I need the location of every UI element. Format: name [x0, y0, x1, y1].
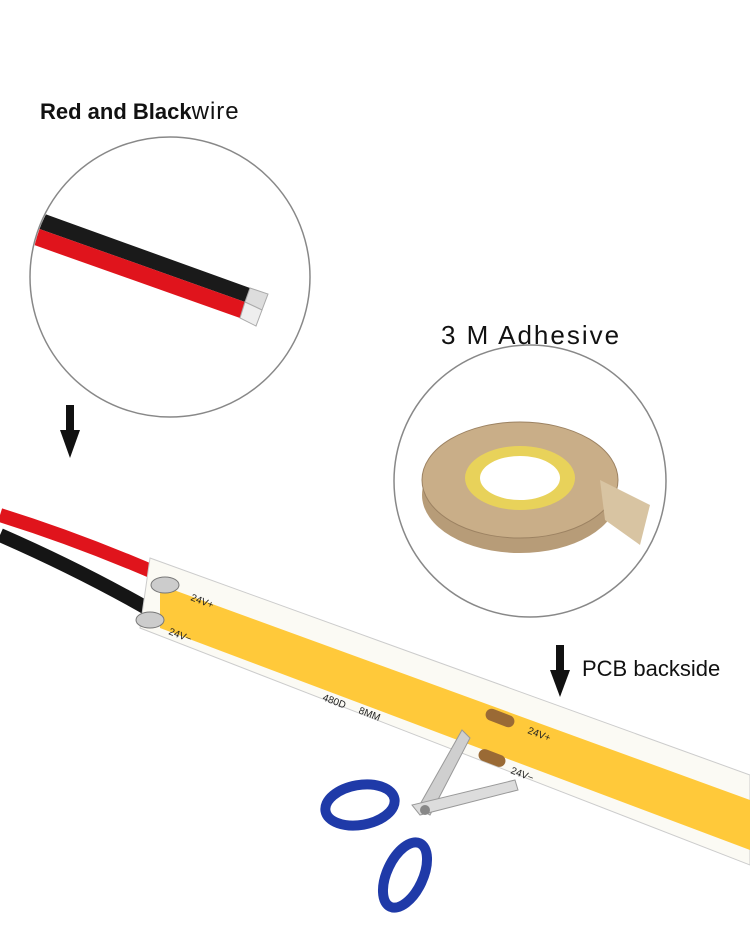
adhesive-label: 3 M Adhesive	[441, 320, 622, 350]
arrow-down-icon	[60, 405, 80, 458]
arrow-down-icon	[550, 645, 570, 697]
adhesive-tape-closeup	[393, 344, 667, 618]
wire-label-bold: Red and Black	[40, 99, 192, 124]
wire-label-rest: wire	[191, 98, 240, 125]
led-strip: 24V+ 24V− 480D 8MM 24V+ 24V−	[135, 557, 750, 866]
wire-label: Red and Blackwire	[40, 98, 240, 126]
wire-closeup	[29, 136, 311, 418]
scissors-icon	[320, 729, 519, 913]
pcb-label: PCB backside	[582, 656, 721, 681]
